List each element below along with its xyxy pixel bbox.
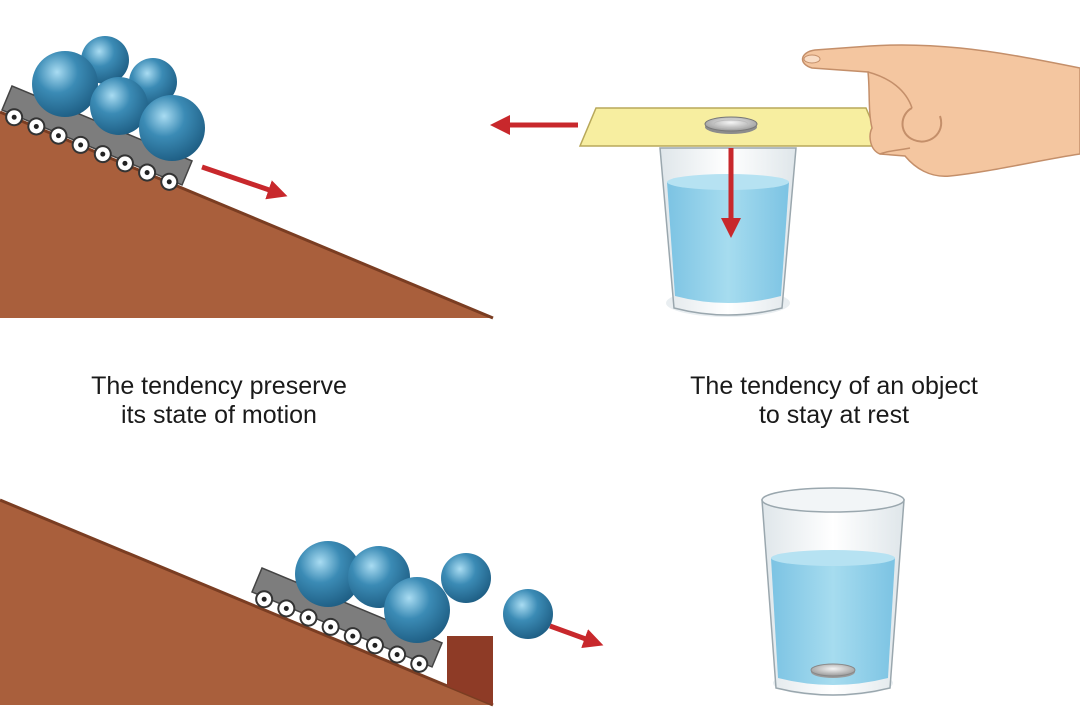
caption-left: The tendency preserve its state of motio… — [54, 372, 384, 430]
ball — [384, 577, 450, 643]
caption-right-line2: to stay at rest — [654, 401, 1014, 430]
ball — [139, 95, 205, 161]
caption-left-line1: The tendency preserve — [54, 372, 384, 401]
bottom-right-scene — [762, 488, 904, 696]
water-top — [667, 177, 789, 303]
motion-arrow-icon — [550, 626, 594, 642]
coin-icon — [705, 117, 757, 134]
coin-icon — [811, 664, 855, 678]
caption-right: The tendency of an object to stay at res… — [654, 372, 1014, 430]
caption-left-line2: its state of motion — [54, 401, 384, 430]
ball — [32, 51, 98, 117]
top-left-scene — [0, 36, 493, 318]
bottom-left-scene — [0, 500, 594, 705]
ball — [503, 589, 553, 639]
glass-top — [660, 148, 796, 317]
top-right-scene — [500, 45, 1080, 317]
caption-right-line1: The tendency of an object — [654, 372, 1014, 401]
motion-arrow-icon — [202, 167, 278, 193]
ball — [441, 553, 491, 603]
